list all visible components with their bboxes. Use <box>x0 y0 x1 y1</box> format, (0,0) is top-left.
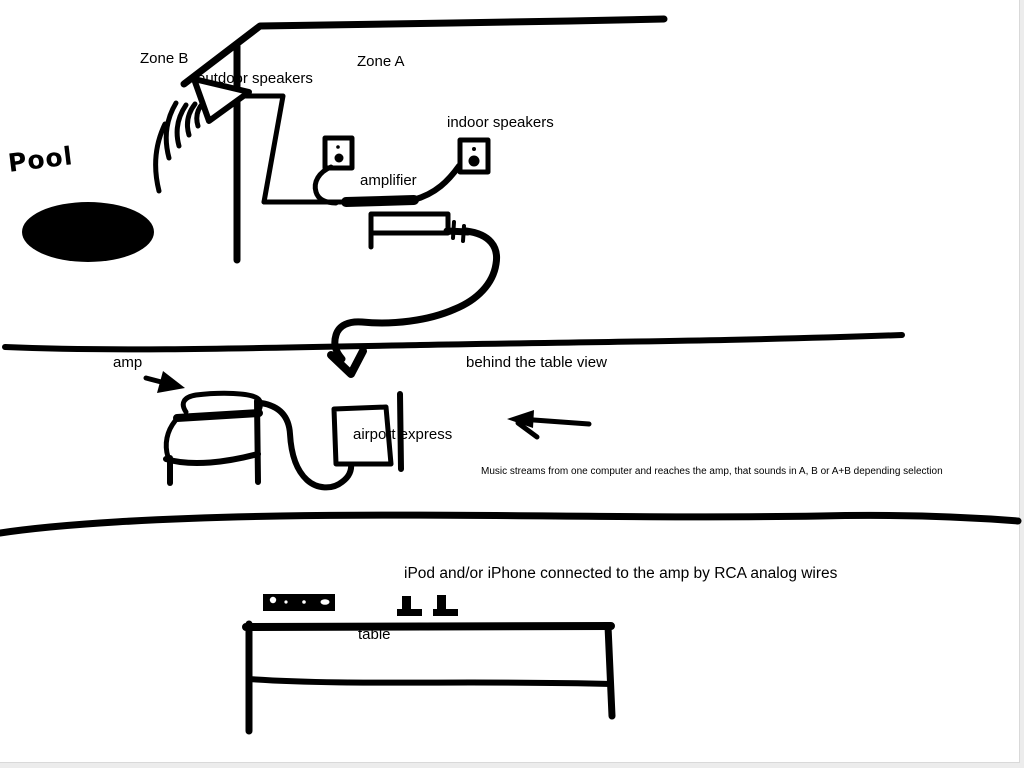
amp-device-drawing <box>163 390 263 486</box>
down-arrow-icon <box>327 347 367 378</box>
amp-pointer-arrow-icon <box>143 371 185 393</box>
label-airport-express: airport express <box>353 426 453 443</box>
label-pool-handwritten: Pool <box>6 141 75 178</box>
indoor-speaker-icon <box>457 137 491 175</box>
note-ipod-connection: iPod and/or iPhone connected to the amp … <box>404 565 838 582</box>
ipod-dock-icon <box>397 596 422 616</box>
outdoor-speaker-horn <box>191 76 252 124</box>
zone-a-speaker-icon <box>322 135 355 171</box>
sound-waves-icon <box>153 100 206 194</box>
label-behind-table-view: behind the table view <box>466 354 607 371</box>
label-indoor-speakers: indoor speakers <box>447 114 554 131</box>
amp-to-airport-cable <box>258 400 355 491</box>
floor-line-upper <box>2 332 905 353</box>
label-zone-a: Zone A <box>357 53 405 70</box>
label-zone-b: Zone B <box>140 50 189 67</box>
label-table: table <box>358 626 391 643</box>
iphone-dock-icon <box>433 595 458 616</box>
pool-ellipse <box>22 202 154 262</box>
amp-front-panel-icon <box>263 594 335 611</box>
floor-line-lower <box>0 511 1022 537</box>
note-music-stream: Music streams from one computer and reac… <box>481 466 943 477</box>
speaker-wires <box>261 163 462 207</box>
amplifier-shelf <box>368 211 472 250</box>
label-amp: amp <box>113 354 143 371</box>
left-arrow-icon <box>507 410 592 440</box>
label-outdoor-speakers: outdoor speakers <box>197 70 313 87</box>
wall-corner-line <box>236 93 286 205</box>
label-amplifier: amplifier <box>360 172 417 189</box>
cable-to-lower-level <box>331 227 501 363</box>
table-drawing <box>242 620 616 735</box>
airport-express-box <box>331 391 404 472</box>
